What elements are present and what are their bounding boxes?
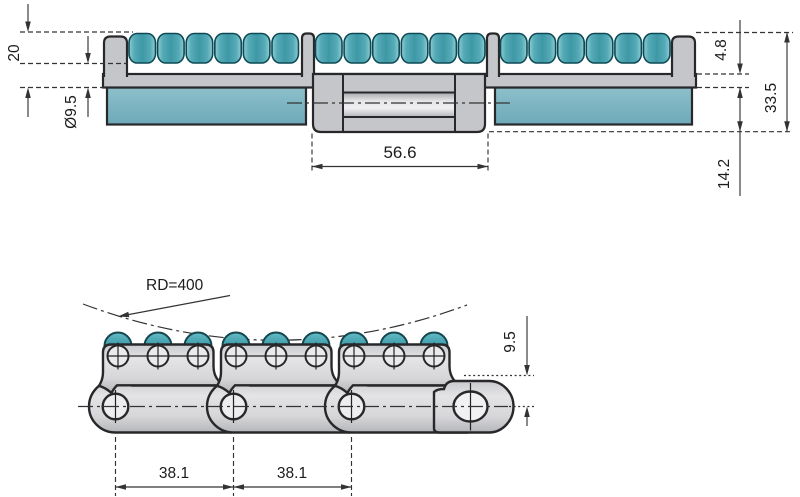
side-plate-section-left [105, 86, 308, 126]
dim-plate-thickness: 4.8 14.2 [713, 20, 743, 196]
radius-callout: RD=400 [118, 277, 231, 318]
hub-pin [343, 92, 455, 117]
dim-hub-width: 56.6 [312, 143, 488, 170]
guide-tab-mid-left [300, 32, 316, 77]
chain-link-2 [205, 331, 351, 434]
dim-stack-height: 20 [6, 4, 31, 117]
carrier-roller-row [128, 32, 671, 64]
dim-plate-thickness-label: 4.8 [713, 39, 730, 61]
dim-overall-height-label: 33.5 [763, 83, 780, 113]
guide-tab-outer-right [670, 35, 697, 77]
side-elevation-view: RD=400 38.1 38.1 9.5 [78, 277, 534, 496]
dim-hub-width-label: 56.6 [383, 143, 416, 162]
roller-pin-holes [224, 342, 328, 370]
top-sectional-view: 20 Ø9.5 4.8 14.2 33.5 [6, 4, 793, 196]
dim-pitch-a-label: 38.1 [159, 465, 189, 482]
guide-tab-outer-left [102, 35, 129, 77]
dim-pitch: 38.1 38.1 [114, 437, 353, 496]
radius-callout-label: RD=400 [146, 277, 204, 294]
side-plate-section-right [493, 86, 694, 126]
roller-pin-holes [106, 342, 210, 370]
dim-stack-height-label: 20 [6, 44, 23, 62]
dim-plate-center-height: 9.5 [464, 316, 534, 426]
dim-roller-diameter-label: Ø9.5 [63, 95, 80, 129]
dim-pitch-b-label: 38.1 [277, 465, 307, 482]
dim-overall-height: 33.5 [763, 32, 790, 132]
dim-roller-diameter: Ø9.5 [63, 36, 91, 129]
dim-plate-center-height-label: 9.5 [502, 331, 519, 353]
roller-pin-holes [342, 342, 446, 370]
guide-tab-mid-right [485, 32, 501, 77]
dim-pin-extension-label: 14.2 [716, 159, 733, 189]
